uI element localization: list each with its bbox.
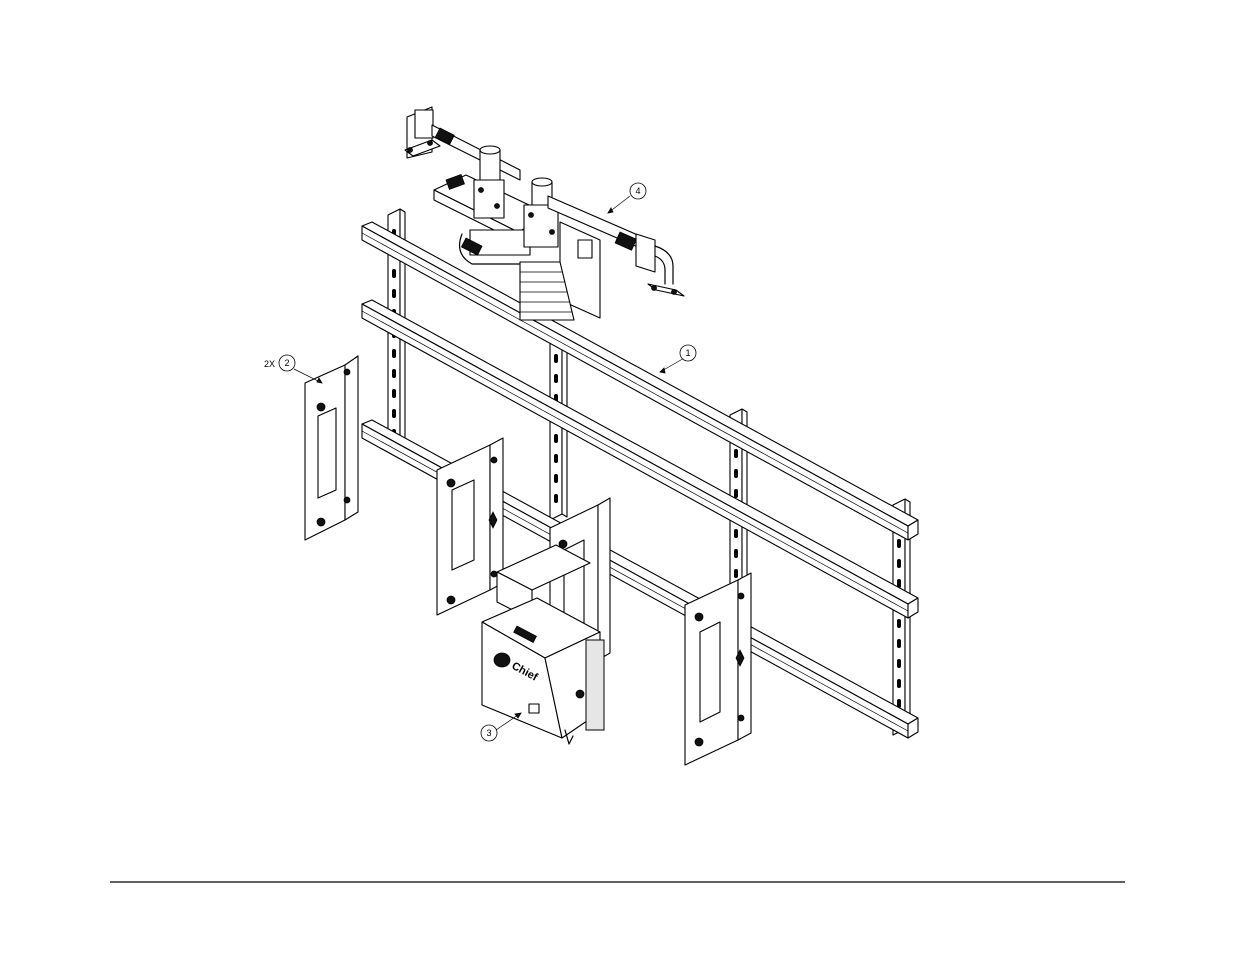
callout-2-qty: 2X — [264, 359, 275, 369]
strut-slot — [392, 269, 396, 278]
callout-4-label: 4 — [635, 186, 640, 196]
callout-2-label: 2 — [284, 358, 289, 368]
strut-slot — [897, 639, 901, 648]
strut-slot — [554, 494, 558, 503]
top-mechanism-item-4 — [405, 107, 684, 320]
strut-slot — [392, 289, 396, 298]
vertical-bracket-item-2 — [305, 356, 358, 540]
strut-slot — [897, 539, 901, 548]
strut-slot — [897, 619, 901, 628]
callout-2: 2X 2 — [264, 355, 322, 383]
strut-slot — [734, 449, 738, 458]
strut-slot — [392, 389, 396, 398]
strut-slot — [897, 559, 901, 568]
strut-slot — [734, 549, 738, 558]
strut-slot — [554, 374, 558, 383]
strut-slot — [734, 469, 738, 478]
strut-slot — [554, 454, 558, 463]
strut-slot — [734, 529, 738, 538]
callout-1-label: 1 — [685, 348, 690, 358]
callout-3-label: 3 — [486, 728, 491, 738]
strut-slot — [897, 659, 901, 668]
vertical-bracket-right — [685, 573, 751, 765]
strut-slot — [734, 489, 738, 498]
strut-slot — [392, 409, 396, 418]
strut-slot — [554, 354, 558, 363]
strut-slot — [554, 434, 558, 443]
strut-slot — [734, 569, 738, 578]
callout-1: 1 — [660, 345, 696, 373]
strut-slot — [897, 679, 901, 688]
callout-4: 4 — [608, 183, 646, 213]
strut-slot — [554, 474, 558, 483]
callout-3: 3 — [481, 713, 521, 741]
strut-slot — [392, 349, 396, 358]
strut-slot — [392, 369, 396, 378]
